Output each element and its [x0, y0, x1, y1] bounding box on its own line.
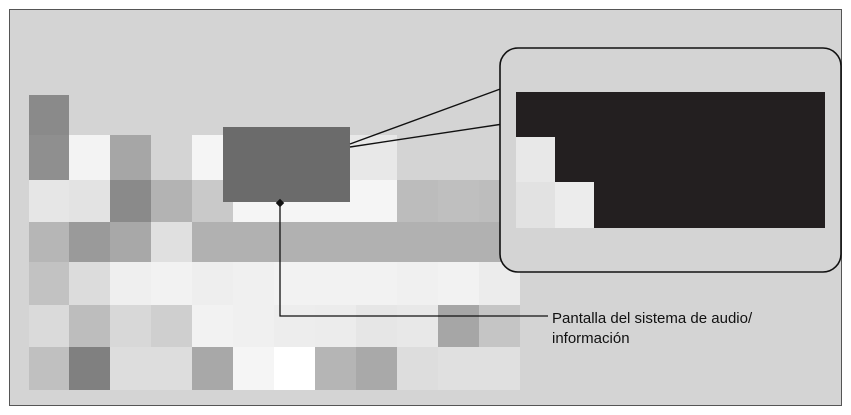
dashboard-pixel — [315, 305, 356, 347]
dashboard-pixel — [192, 305, 233, 347]
zoomed-pixel-light-2 — [516, 182, 555, 228]
dashboard-pixel — [110, 305, 151, 347]
dashboard-pixel — [29, 347, 69, 390]
dashboard-pixel — [151, 305, 192, 347]
dashboard-pixel — [69, 222, 110, 262]
dashboard-pixel — [315, 262, 356, 305]
dashboard-pixel — [151, 347, 192, 390]
dashboard-pixel — [69, 180, 110, 222]
zoom-connector-top — [349, 87, 504, 145]
dashboard-pixel — [192, 347, 233, 390]
dashboard-pixel — [192, 262, 233, 305]
dashboard-pixel — [438, 347, 479, 390]
dashboard-pixel — [356, 347, 397, 390]
dashboard-pixel — [29, 180, 69, 222]
callout-anchor-dot — [275, 198, 285, 208]
dashboard-pixel — [29, 222, 69, 262]
dashboard-pixel — [29, 95, 69, 135]
dashboard-pixel — [110, 222, 151, 262]
dashboard-pixel — [315, 347, 356, 390]
dashboard-pixel — [438, 180, 479, 222]
dashboard-pixel — [151, 262, 192, 305]
dashboard-pixel — [356, 262, 397, 305]
dashboard-pixel — [233, 262, 274, 305]
dashboard-pixel — [233, 305, 274, 347]
audio-information-screen — [223, 127, 350, 202]
dashboard-pixel — [397, 180, 438, 222]
dashboard-pixel — [479, 305, 520, 347]
zoomed-screen-detail — [516, 92, 825, 228]
dashboard-pixel — [438, 262, 479, 305]
dashboard-pixel — [110, 135, 151, 180]
zoomed-screen-dark — [516, 92, 825, 228]
dashboard-pixel — [192, 222, 233, 262]
dashboard-pixel — [69, 135, 110, 180]
callout-label-line-2: información — [552, 330, 630, 347]
dashboard-pixel — [438, 222, 479, 262]
dashboard-pixel — [233, 347, 274, 390]
dashboard-pixel — [397, 262, 438, 305]
dashboard-pixel — [151, 180, 192, 222]
dashboard-pixel — [274, 262, 315, 305]
dashboard-pixel — [274, 347, 315, 390]
dashboard-pixel — [69, 262, 110, 305]
dashboard-pixel — [274, 305, 315, 347]
dashboard-pixel — [274, 222, 315, 262]
zoom-connector-bottom — [349, 123, 504, 148]
zoomed-pixel-light-3 — [555, 182, 594, 228]
dashboard-pixel — [69, 347, 110, 390]
callout-label: Pantalla del sistema de audio/ informaci… — [552, 309, 752, 349]
dashboard-pixel — [356, 135, 397, 180]
dashboard-pixel — [356, 222, 397, 262]
dashboard-pixel — [110, 347, 151, 390]
dashboard-pixel — [315, 222, 356, 262]
dashboard-pixel — [151, 222, 192, 262]
dashboard-pixel — [438, 305, 479, 347]
dashboard-pixel — [438, 135, 479, 180]
dashboard-pixel — [151, 135, 192, 180]
dashboard-pixel — [29, 135, 69, 180]
dashboard-pixel — [397, 347, 438, 390]
dashboard-pixel — [233, 222, 274, 262]
dashboard-pixel — [397, 222, 438, 262]
zoomed-pixel-light-1 — [516, 137, 555, 182]
dashboard-pixel — [356, 305, 397, 347]
dashboard-pixel — [69, 305, 110, 347]
callout-label-line-1: Pantalla del sistema de audio/ — [552, 310, 753, 327]
dashboard-pixel — [356, 180, 397, 222]
dashboard-pixel — [397, 305, 438, 347]
dashboard-pixel — [29, 262, 69, 305]
dashboard-pixel — [110, 262, 151, 305]
dashboard-pixel — [110, 180, 151, 222]
callout-leader-line — [279, 203, 548, 317]
dashboard-pixel — [479, 347, 520, 390]
dashboard-pixel — [29, 305, 69, 347]
dashboard-pixel — [397, 135, 438, 180]
